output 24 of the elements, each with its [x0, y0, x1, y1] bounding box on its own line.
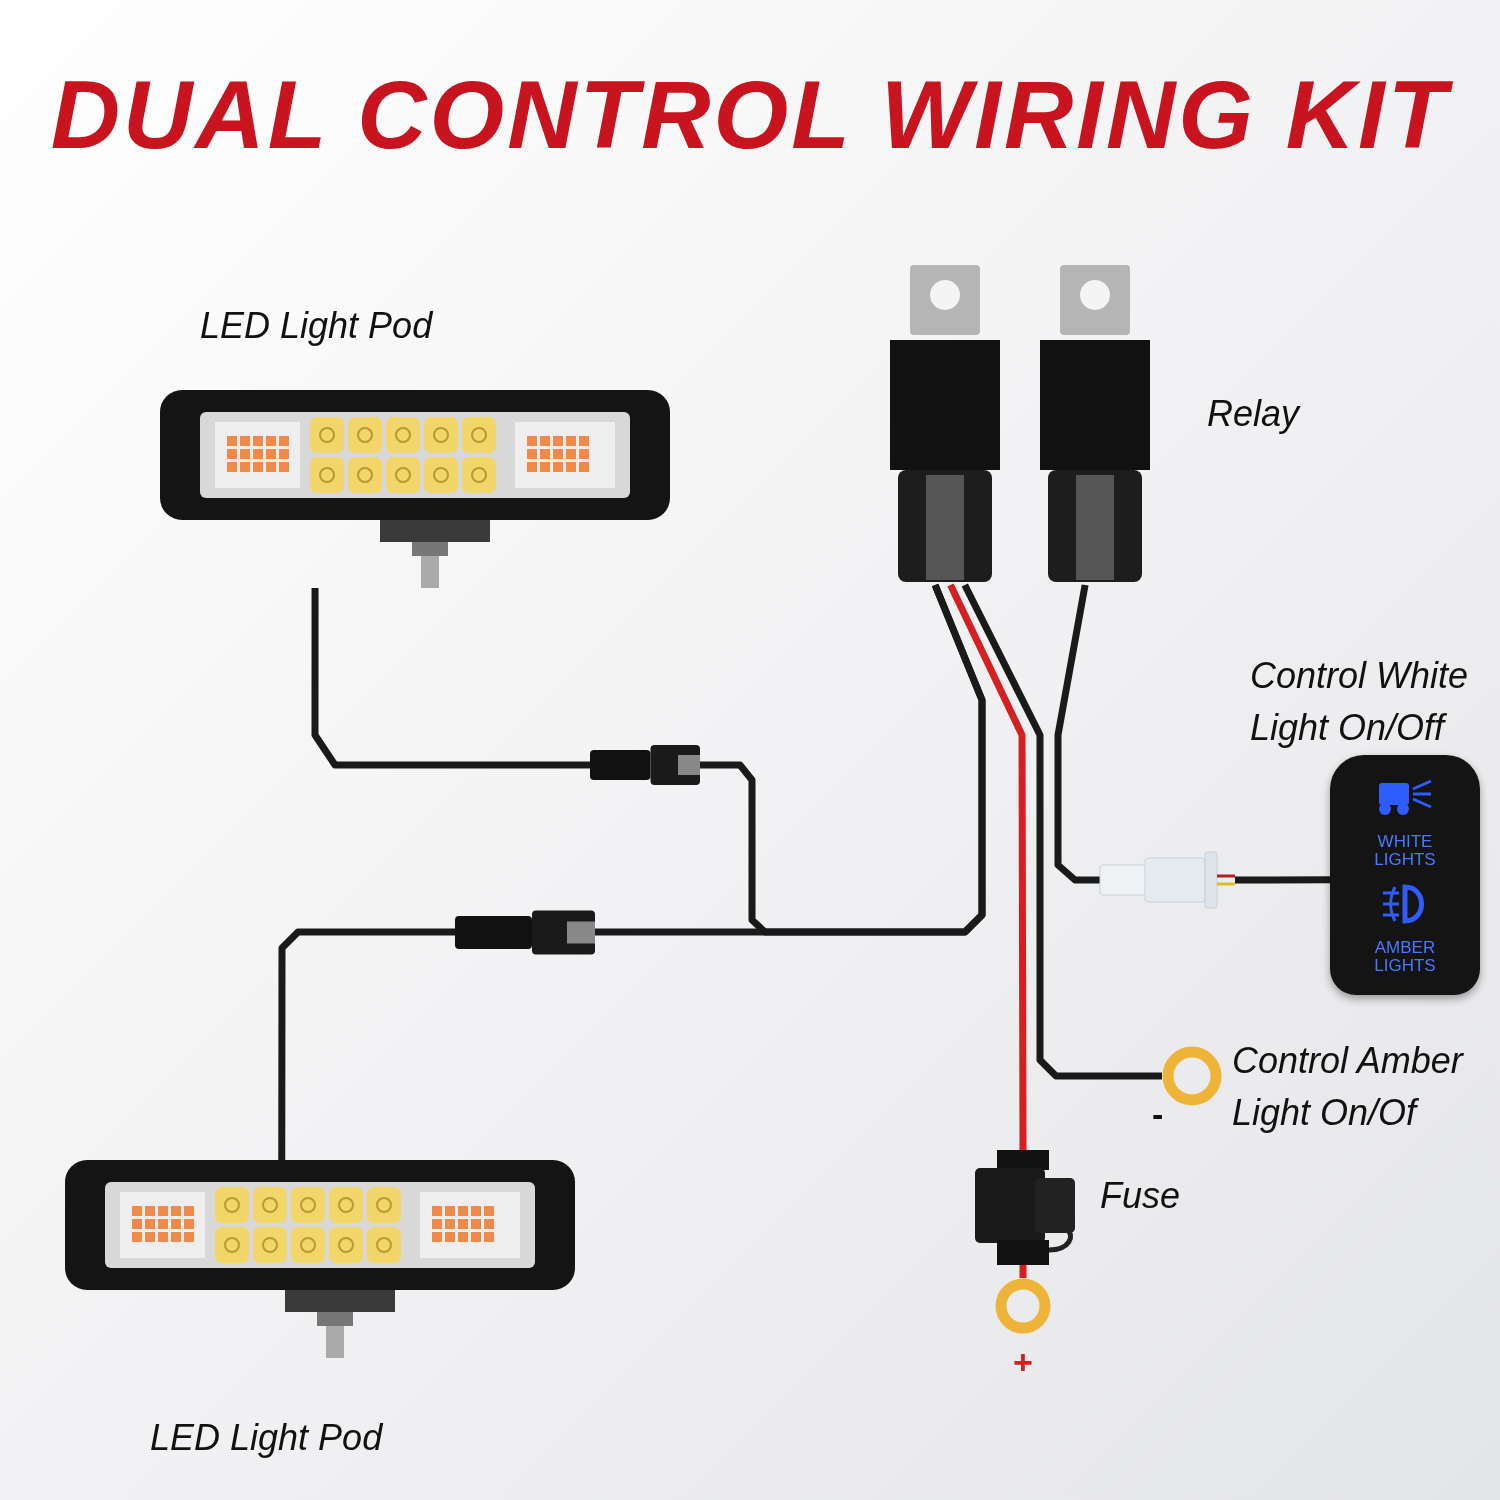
- part-caption: Fuse: [1100, 1174, 1181, 1218]
- wire: [1054, 584, 1100, 884]
- light-pod-drawing: [160, 390, 670, 590]
- relay-drawing: [890, 265, 1000, 585]
- polarity-sign: -: [1152, 1094, 1164, 1135]
- part-caption: Control Amber Light On/Of: [1232, 1039, 1465, 1136]
- switch-label: AMBER LIGHTS: [1373, 939, 1437, 975]
- part-caption: Relay: [1207, 392, 1300, 436]
- wire: [947, 583, 1027, 1150]
- light-pod-drawing: [65, 1160, 575, 1360]
- rocker-switch: [1330, 755, 1480, 995]
- relay-drawing: [1040, 265, 1150, 585]
- plug-connector-drawing: [1100, 850, 1235, 910]
- fuse-holder-drawing: [975, 1150, 1075, 1265]
- ring-terminal: [1162, 1046, 1222, 1106]
- ring-terminal: [995, 1278, 1051, 1334]
- polarity-sign: +: [1013, 1342, 1033, 1383]
- wire: [595, 583, 986, 936]
- part-caption: LED Light Pod: [200, 304, 433, 348]
- part-caption: Control White Light On/Off: [1250, 654, 1470, 751]
- part-caption: LED Light Pod: [150, 1416, 383, 1460]
- wire: [278, 928, 455, 1160]
- switch-label: WHITE LIGHTS: [1373, 833, 1437, 869]
- title: DUAL CONTROL WIRING KIT: [0, 60, 1500, 170]
